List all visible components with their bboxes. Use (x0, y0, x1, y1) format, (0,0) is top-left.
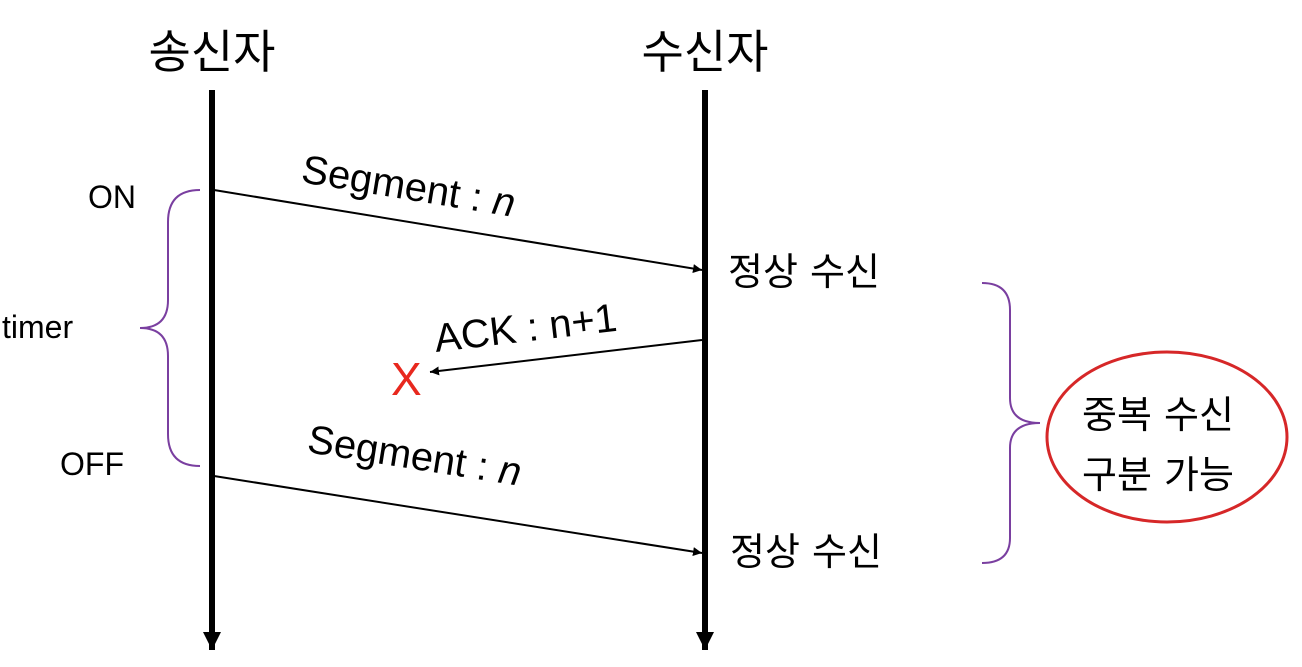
message-label-ack: ACK : n+1 (432, 296, 619, 361)
sender-label: 송신자 (149, 25, 276, 79)
timer-on-label: ON (88, 179, 136, 215)
receipt-label-1: 정상 수신 (728, 250, 880, 294)
ack-lost-marker: X (391, 353, 422, 405)
message-label-segment-2-prefix: Segment : (305, 417, 503, 491)
note-line-2: 구분 가능 (1082, 453, 1234, 497)
message-label-segment-1-prefix: Segment : (299, 147, 497, 222)
message-arrow-ack (429, 339, 703, 376)
receipt-label-2: 정상 수신 (730, 530, 882, 574)
timer-off-label: OFF (60, 446, 124, 482)
duplicate-brace (981, 282, 1041, 564)
message-label-segment-2: Segment : n (305, 417, 525, 494)
note-line-1: 중복 수신 (1082, 393, 1234, 437)
timer-label: timer (2, 309, 73, 345)
message-arrow-segment-2 (213, 475, 703, 557)
message-label-segment-1: Segment : n (299, 147, 519, 225)
receiver-label: 수신자 (642, 25, 769, 79)
highlight-circle (1045, 350, 1289, 524)
message-arrow-segment-1 (213, 189, 703, 273)
timer-brace (139, 189, 201, 467)
